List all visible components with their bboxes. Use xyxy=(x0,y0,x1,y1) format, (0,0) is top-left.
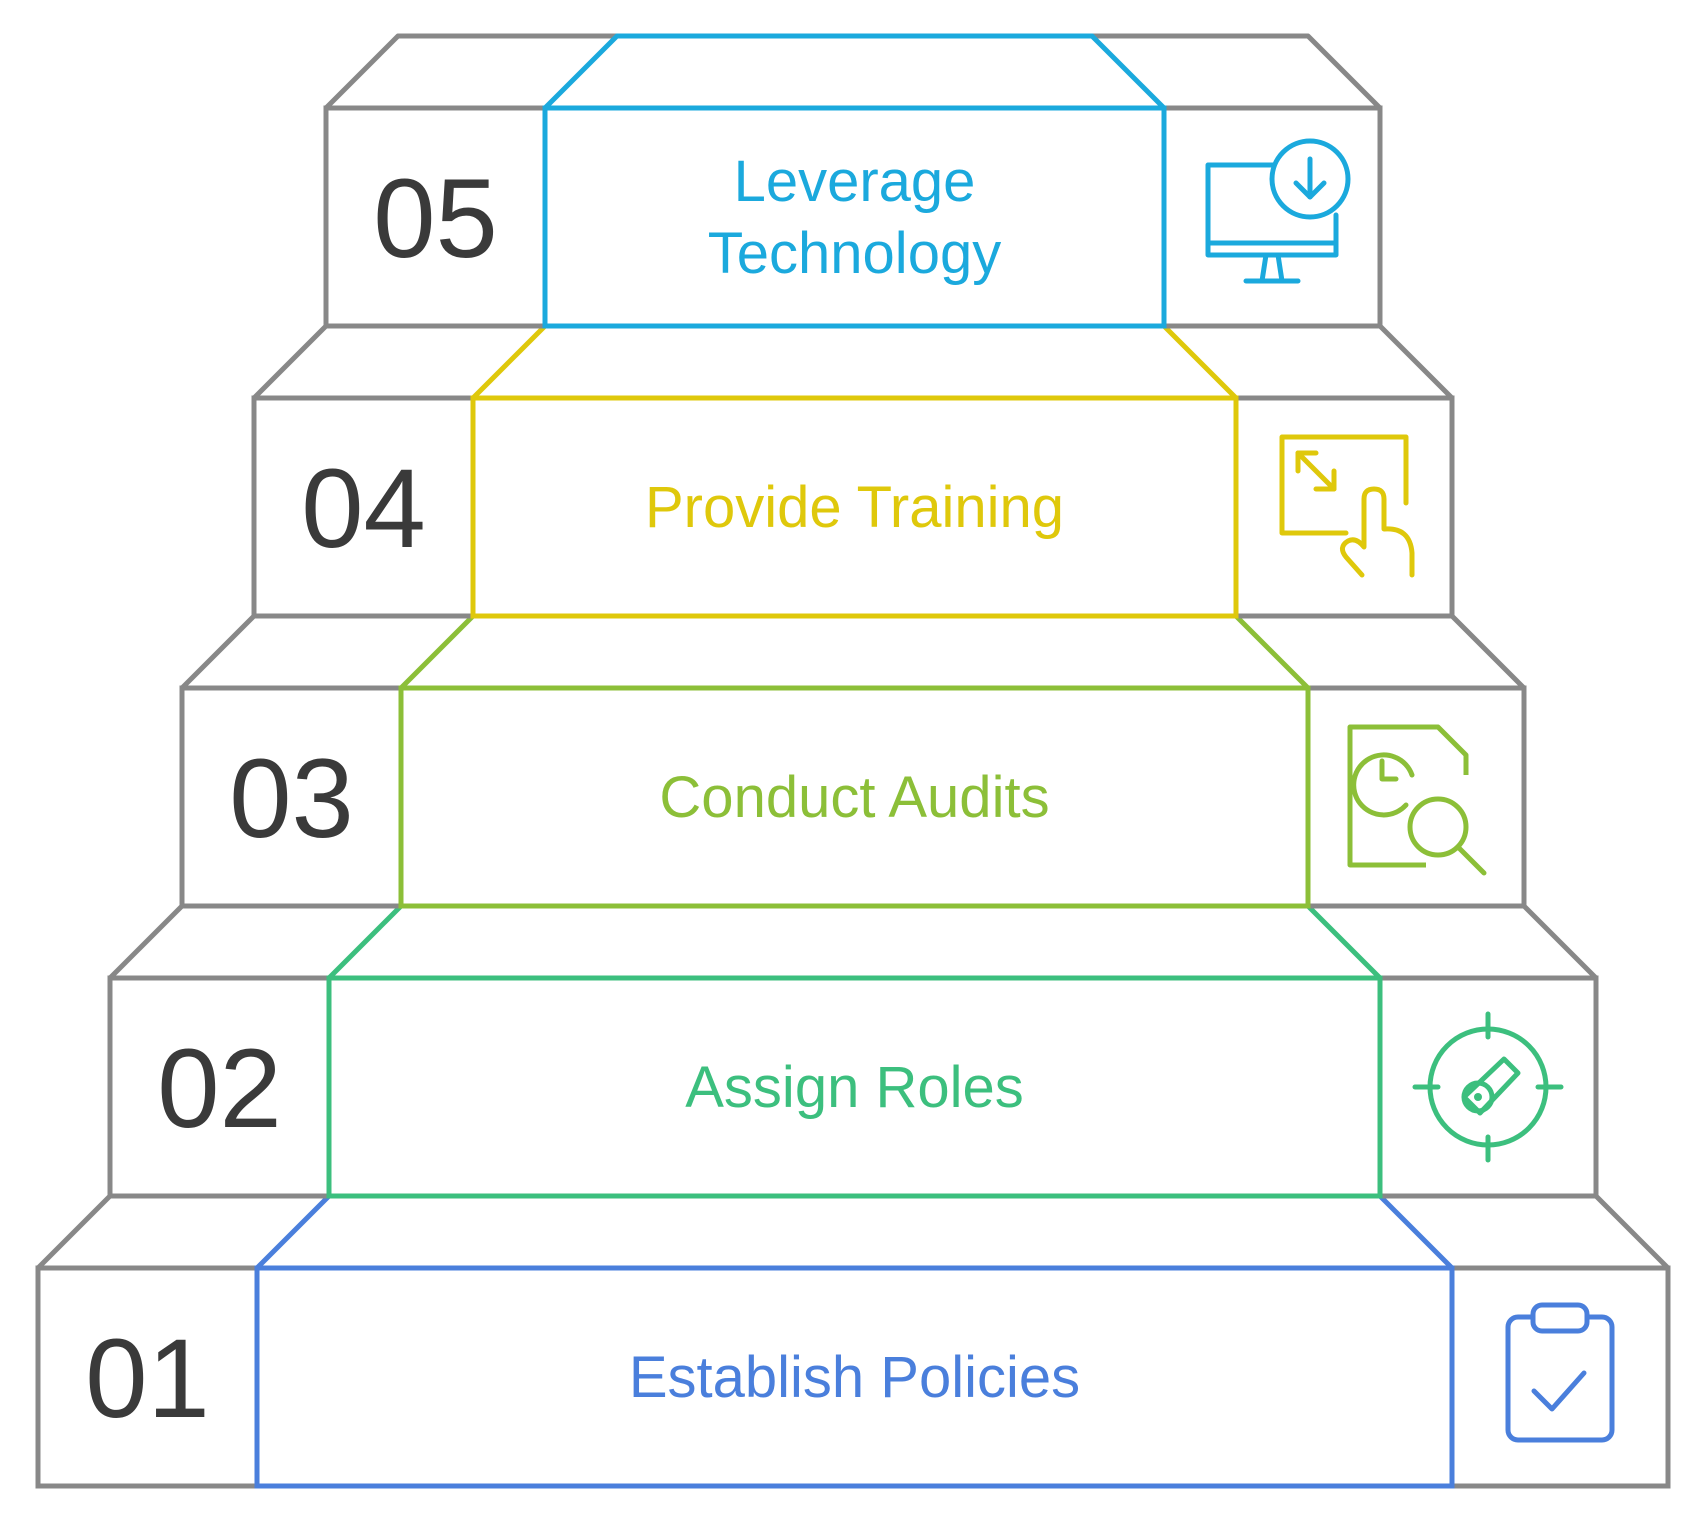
step-tread xyxy=(323,33,1383,111)
tread-accent xyxy=(470,323,1239,401)
treads-layer xyxy=(35,33,1671,1271)
step-number: 02 xyxy=(157,1026,282,1151)
tread-accent xyxy=(254,1193,1455,1271)
steps-layer: 01 Establish Policies 02 Assign Roles 03 Cond… xyxy=(35,105,1671,1489)
target-key-icon xyxy=(1412,1011,1564,1163)
step-label-box xyxy=(470,395,1239,619)
step-label: Provide Training xyxy=(645,475,1064,540)
clipboard-check-icon xyxy=(1505,1302,1615,1443)
screen-expand-touch-icon xyxy=(1279,434,1415,578)
step-label: Assign Roles xyxy=(685,1055,1023,1120)
tread-accent xyxy=(542,33,1167,111)
step-number: 04 xyxy=(301,446,426,571)
step-label-box xyxy=(326,975,1383,1199)
step-label: Conduct Audits xyxy=(659,765,1049,830)
step-number: 03 xyxy=(229,736,354,861)
tread-accent xyxy=(398,613,1311,691)
step-label-box xyxy=(542,105,1167,329)
tread-accent xyxy=(326,903,1383,981)
step-label: Technology xyxy=(708,221,1001,286)
step-label: Establish Policies xyxy=(629,1345,1080,1410)
step-number: 05 xyxy=(373,156,498,281)
step-02: 02 Assign Roles xyxy=(107,975,1599,1199)
step-tread xyxy=(179,613,1527,691)
step-label-box xyxy=(254,1265,1455,1489)
step-label-box xyxy=(398,685,1311,909)
step-tread xyxy=(35,1193,1671,1271)
step-01: 01 Establish Policies xyxy=(35,1265,1671,1489)
step-label: Leverage xyxy=(734,149,976,214)
step-03: 03 Conduct Audits xyxy=(179,685,1527,909)
document-clock-search-icon xyxy=(1347,724,1487,876)
step-04: 04 Provide Training xyxy=(251,395,1455,619)
step-number: 01 xyxy=(85,1316,210,1441)
monitor-download-icon xyxy=(1205,138,1351,284)
step-tread xyxy=(107,903,1599,981)
step-tread xyxy=(251,323,1455,401)
